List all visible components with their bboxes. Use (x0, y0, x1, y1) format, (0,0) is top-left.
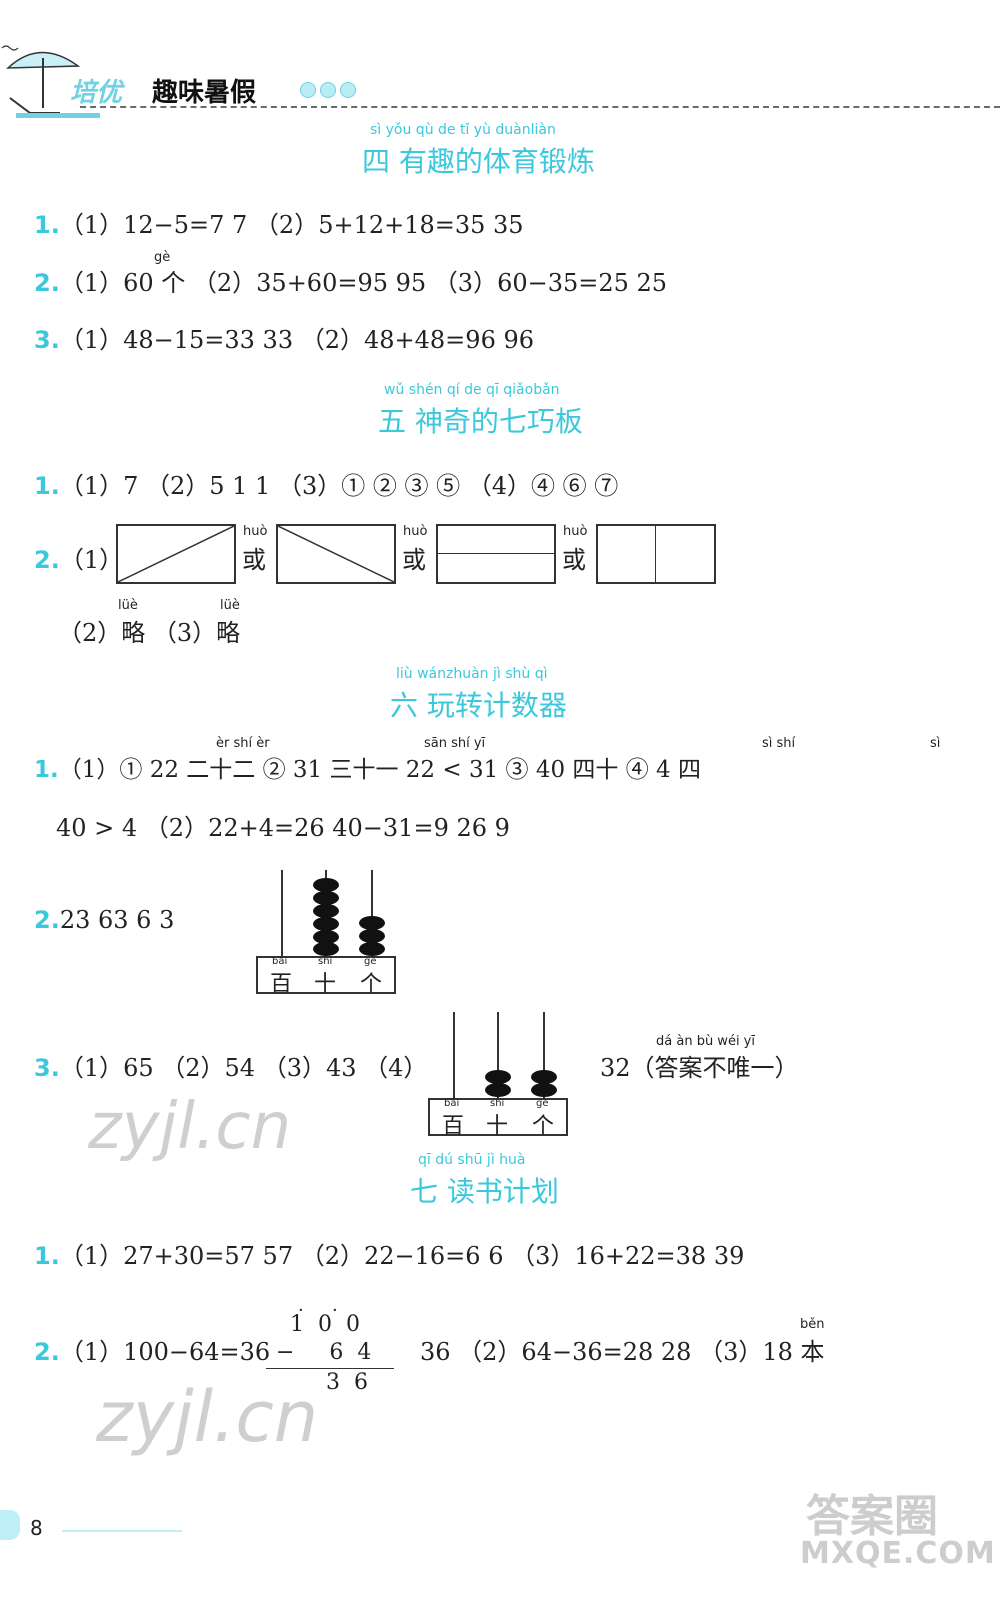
answer-text: （1）① 22 二十二 ② 31 三十一 22 < 31 ③ 40 四十 ④ 4… (58, 757, 701, 783)
question-number: 2. (34, 546, 60, 574)
question-number: 1. (34, 1242, 60, 1270)
pinyin-4: sì (930, 736, 941, 751)
section7-pinyin: qī dú shū jì huà (418, 1152, 526, 1168)
s4-q2-pinyin: gè (154, 250, 171, 265)
question-number: 2. (34, 269, 60, 297)
s5-q2: 2.（1） (34, 540, 123, 575)
rectangle-diagonal-down (276, 524, 396, 584)
section7-title: 七 读书计划 (410, 1175, 559, 1208)
question-number: 1. (34, 757, 59, 783)
or-pinyin: huò (563, 524, 588, 539)
s6-q1-line2: 40 > 4 （2）22+4=26 40−31=9 26 9 (56, 814, 510, 842)
or-text: 或 (562, 546, 586, 574)
watermark: zyjl.cn (88, 1090, 292, 1164)
abacus-2: bǎi shí gè 百 十 个 (428, 1012, 568, 1139)
pinyin-40: sì shí (762, 736, 796, 751)
s4-q1: 1.（1）12−5=7 7 （2）5+12+18=35 35 (34, 205, 524, 240)
section5-title: 五 神奇的七巧板 (378, 405, 583, 438)
s4-q3: 3.（1）48−15=33 33 （2）48+48=96 96 (34, 320, 534, 355)
question-number: 1. (34, 211, 60, 239)
s5-q2-rest: （2）略 （3）略 (58, 619, 241, 647)
answer-text: （1）7 （2）5 1 1 （3）① ② ③ ⑤ （4）④ ⑥ ⑦ (59, 472, 619, 500)
answer-text: （1）12−5=7 7 （2）5+12+18=35 35 (59, 211, 524, 239)
s7-q2: 2.（1）100−64=36 (34, 1332, 270, 1367)
answer-text: （1）65 （2）54 （3）43 （4） (59, 1054, 428, 1082)
footer-decoration (0, 1510, 20, 1540)
s6-q2: 2.23 63 6 3 (34, 906, 174, 934)
s6-q1: 1.（1）① 22 二十二 ② 31 三十一 22 < 31 ③ 40 四十 ④… (34, 750, 701, 784)
brand-accent: 培优 (70, 78, 123, 108)
rectangle-horizontal-split (436, 524, 556, 584)
q3-tail-pinyin: dá àn bù wéi yī (656, 1034, 755, 1049)
lue-pinyin: lüè (118, 598, 138, 613)
q2-pinyin: běn (800, 1317, 825, 1332)
pinyin-31: sān shí yī (424, 736, 486, 751)
s6-q3: 3.（1）65 （2）54 （3）43 （4） (34, 1048, 427, 1083)
section4-title: 四 有趣的体育锻炼 (362, 145, 595, 178)
or-pinyin: huò (243, 524, 268, 539)
question-number: 2. (34, 1338, 60, 1366)
or-pinyin: huò (403, 524, 428, 539)
question-number: 3. (34, 1054, 60, 1082)
brand-title: 趣味暑假 (152, 78, 257, 108)
question-number: 2. (34, 906, 60, 934)
rectangle-vertical-split (596, 524, 716, 584)
answer-text: （1）60 个 （2）35+60=95 95 （3）60−35=25 25 (59, 269, 668, 297)
question-number: 1. (34, 472, 60, 500)
header-dots (300, 82, 360, 102)
vertical-subtraction: · · 1 0 0 − 6 4 3 6 (266, 1300, 396, 1400)
watermark: zyjl.cn (96, 1376, 319, 1458)
pinyin-22: èr shí èr (216, 736, 270, 751)
header-logo (0, 38, 110, 119)
or-text: 或 (402, 546, 426, 574)
header-divider (80, 106, 1000, 108)
rectangle-diagonal-up (116, 524, 236, 584)
beach-umbrella-icon (1, 45, 100, 119)
question-number: 3. (34, 326, 60, 354)
answer-text: （1） (59, 546, 124, 574)
answer-text: （1）100−64=36 (59, 1338, 271, 1366)
page-number: 8 (30, 1516, 43, 1540)
lue-pinyin: lüè (220, 598, 240, 613)
s5-q1: 1.（1）7 （2）5 1 1 （3）① ② ③ ⑤ （4）④ ⑥ ⑦ (34, 466, 618, 501)
answer-text: 23 63 6 3 (59, 906, 175, 934)
section5-pinyin: wǔ shén qí de qī qiǎobǎn (384, 382, 560, 398)
footer-line (62, 1530, 182, 1532)
section6-title: 六 玩转计数器 (390, 689, 567, 722)
s6-q3-tail: 32（答案不唯一） (600, 1054, 799, 1082)
answer-text: （1）48−15=33 33 （2）48+48=96 96 (59, 326, 535, 354)
section6-pinyin: liù wánzhuàn jì shù qì (396, 666, 548, 682)
section4-pinyin: sì yǒu qù de tǐ yù duànliàn (370, 122, 556, 138)
corner-watermark-url: MXQE.COM (800, 1536, 996, 1571)
abacus-1: bǎi shí gè 百 十 个 (256, 870, 396, 997)
s4-q2: 2.（1）60 个 （2）35+60=95 95 （3）60−35=25 25 (34, 263, 667, 298)
or-text: 或 (242, 546, 266, 574)
corner-watermark: 答案圈 (806, 1491, 938, 1542)
s7-q1: 1.（1）27+30=57 57 （2）22−16=6 6 （3）16+22=3… (34, 1236, 744, 1271)
s7-q2-rest: 36 （2）64−36=28 28 （3）18 本 (420, 1338, 825, 1366)
answer-text: （1）27+30=57 57 （2）22−16=6 6 （3）16+22=38 … (59, 1242, 745, 1270)
